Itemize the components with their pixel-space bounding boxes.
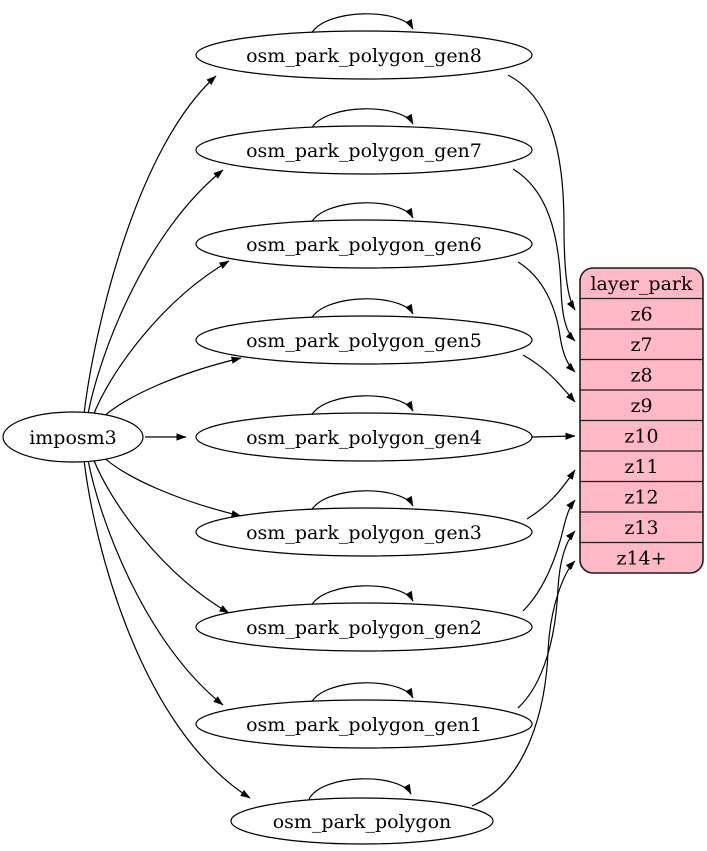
- edges-to-layer-park: [471, 74, 576, 807]
- layer-park-row-z11: z11: [624, 456, 658, 478]
- layer-park-row-z12: z12: [624, 487, 658, 509]
- self-loop-gen3: [310, 490, 414, 512]
- edge-gen5-z9: [522, 354, 576, 403]
- edge-imposm3-gen5: [99, 356, 242, 421]
- layer-park-row-z13: z13: [624, 517, 658, 539]
- gen6-label: osm_park_polygon_gen6: [246, 234, 482, 256]
- edge-imposm3-polygon: [83, 459, 251, 799]
- layer-park-row-z6: z6: [630, 304, 652, 326]
- edge-imposm3-gen6: [92, 260, 230, 417]
- layer-park-row-z10: z10: [624, 426, 658, 448]
- node-imposm3: imposm3: [2, 411, 144, 463]
- edges-from-imposm3: [83, 75, 251, 799]
- edge-gen4-z10: [531, 432, 576, 440]
- edge-imposm3-gen7: [87, 169, 224, 415]
- edge-imposm3-gen2: [92, 457, 230, 614]
- gen5-ellipse: [195, 315, 533, 365]
- gen5-label: osm_park_polygon_gen5: [246, 330, 482, 352]
- imposm3-ellipse: [2, 411, 144, 463]
- node-osm-park-polygon: osm_park_polygon: [230, 797, 494, 845]
- edge-gen2-z12: [522, 499, 576, 612]
- self-loop-polygon: [308, 778, 412, 800]
- self-loop-gen8: [310, 13, 414, 35]
- gen4-label: osm_park_polygon_gen4: [246, 427, 482, 449]
- edge-gen6-z8: [517, 261, 576, 373]
- gen8-label: osm_park_polygon_gen8: [246, 45, 482, 67]
- node-osm-park-polygon-gen5: osm_park_polygon_gen5: [195, 315, 533, 365]
- edge-imposm3-gen8: [83, 75, 217, 415]
- self-loop-gen6: [310, 202, 414, 224]
- node-osm-park-polygon-gen8: osm_park_polygon_gen8: [195, 30, 533, 80]
- gen3-label: osm_park_polygon_gen3: [246, 522, 482, 544]
- gen7-ellipse: [195, 125, 533, 175]
- gen2-ellipse: [195, 602, 533, 652]
- gen1-ellipse: [195, 699, 533, 749]
- edge-polygon-z14: [471, 560, 576, 807]
- self-loop-gen5: [310, 298, 414, 320]
- edge-gen3-z11: [526, 469, 576, 520]
- layer-park-title: layer_park: [590, 273, 693, 295]
- self-loop-edges: [308, 13, 414, 800]
- self-loop-gen7: [310, 108, 414, 130]
- layer-park-row-z8: z8: [630, 365, 652, 387]
- gen4-ellipse: [195, 412, 533, 462]
- node-osm-park-polygon-gen3: osm_park_polygon_gen3: [195, 507, 533, 557]
- self-loop-gen4: [310, 395, 414, 417]
- self-loop-gen1: [310, 682, 414, 704]
- node-osm-park-polygon-gen1: osm_park_polygon_gen1: [195, 699, 533, 749]
- node-osm-park-polygon-gen4: osm_park_polygon_gen4: [195, 412, 533, 462]
- layer-park-row-z14: z14+: [616, 548, 666, 570]
- layer-park-row-z7: z7: [630, 334, 652, 356]
- node-osm-park-polygon-gen6: osm_park_polygon_gen6: [195, 219, 533, 269]
- layer-park-row-z9: z9: [630, 395, 652, 417]
- gen2-label: osm_park_polygon_gen2: [246, 617, 482, 639]
- edge-gen1-z13: [517, 530, 576, 709]
- polygon-label: osm_park_polygon: [273, 811, 452, 833]
- gen3-ellipse: [195, 507, 533, 557]
- imposm3-label: imposm3: [29, 427, 117, 449]
- gen8-ellipse: [195, 30, 533, 80]
- gen1-label: osm_park_polygon_gen1: [246, 714, 482, 736]
- gen6-ellipse: [195, 219, 533, 269]
- gen7-label: osm_park_polygon_gen7: [246, 140, 482, 162]
- self-loop-gen2: [310, 585, 414, 607]
- edge-gen8-z6: [507, 74, 576, 311]
- polygon-ellipse: [230, 797, 494, 845]
- edge-imposm3-gen3: [99, 453, 242, 518]
- edge-gen7-z7: [512, 168, 576, 342]
- node-osm-park-polygon-gen7: osm_park_polygon_gen7: [195, 125, 533, 175]
- edge-imposm3-gen1: [87, 459, 224, 706]
- node-osm-park-polygon-gen2: osm_park_polygon_gen2: [195, 602, 533, 652]
- node-layer-park: layer_park z6 z7 z8 z9 z10 z11 z12 z13 z…: [579, 267, 704, 574]
